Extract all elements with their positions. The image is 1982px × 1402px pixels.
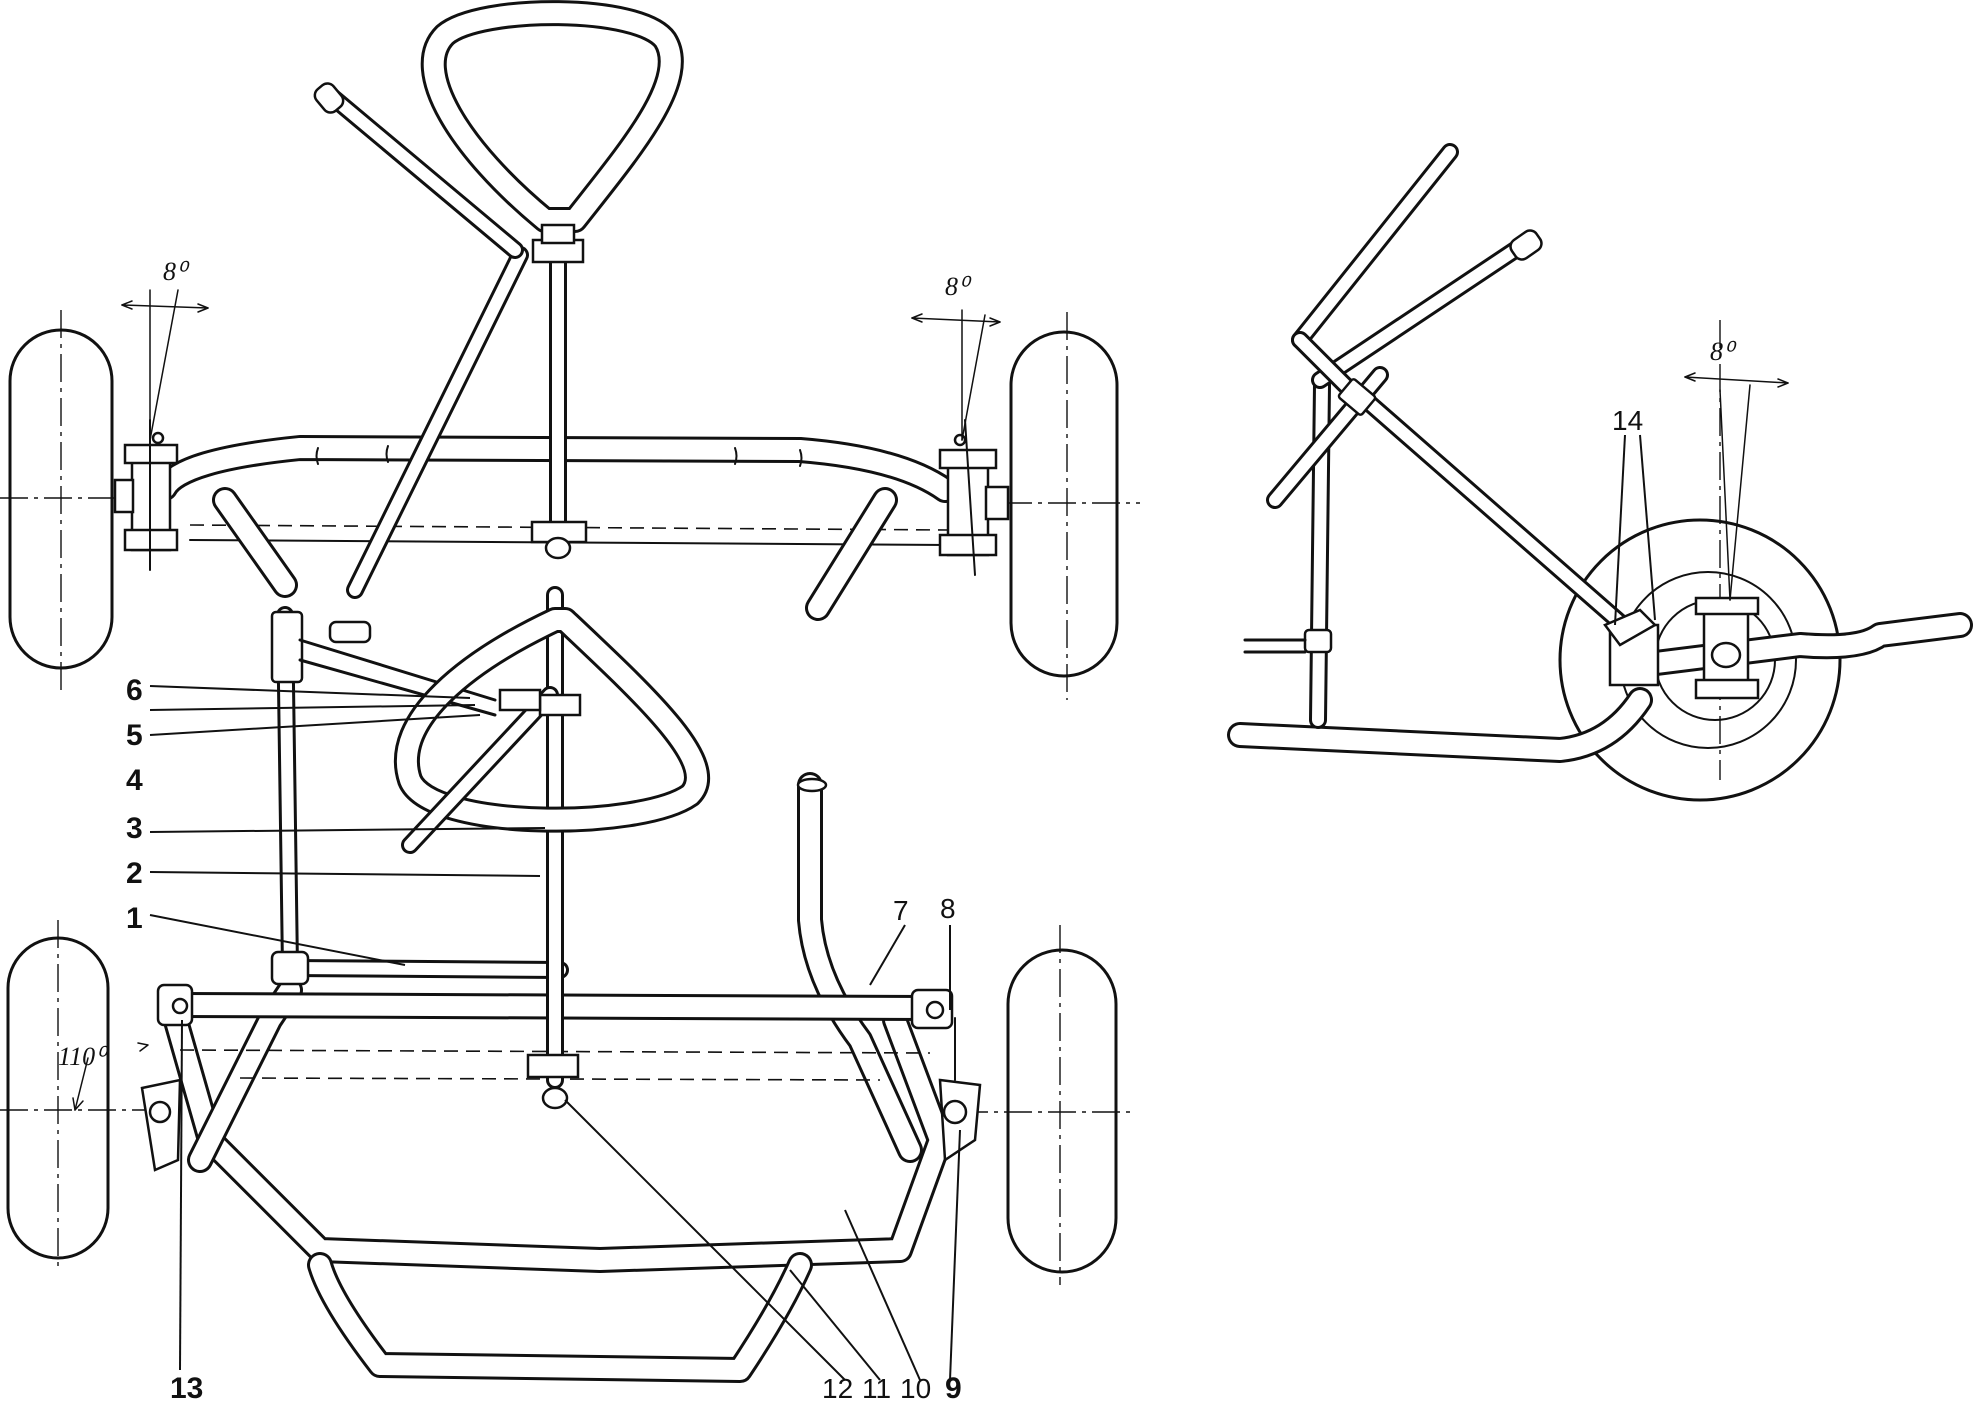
label-13: 13 [170,1372,203,1402]
label-1: 1 [126,902,143,935]
front-right-wheel [960,312,1140,700]
angle-label-side-view: 8⁰ [1710,337,1737,366]
label-12: 12 [822,1373,853,1402]
label-3: 3 [126,812,143,845]
side-view: 8⁰ 14 [1227,143,1973,802]
angle-label-bottom-left: 110⁰ [58,1042,109,1071]
label-4: 4 [126,764,143,797]
label-14: 14 [1612,405,1643,436]
label-5: 5 [126,719,143,752]
label-2: 2 [126,857,143,890]
rear-left-wheel [0,920,160,1270]
label-8: 8 [940,893,956,924]
label-6: 6 [126,674,143,707]
angle-label-top-right: 8⁰ [945,272,972,301]
top-view: 8⁰ 8⁰ [0,0,1140,700]
front-right-kingpin [938,419,1010,576]
rear-right-knuckle [910,988,982,1163]
rear-right-wheel [960,925,1130,1285]
label-11: 11 [862,1373,891,1402]
label-10: 10 [900,1373,931,1402]
label-7: 7 [893,895,909,926]
angle-label-top-left: 8⁰ [163,257,190,286]
label-9: 9 [945,1372,962,1402]
perspective-view: 110⁰ 6 5 4 3 2 1 7 8 13 12 11 10 9 [0,586,1130,1402]
rear-left-knuckle [140,950,310,1172]
front-left-kingpin [113,419,179,571]
